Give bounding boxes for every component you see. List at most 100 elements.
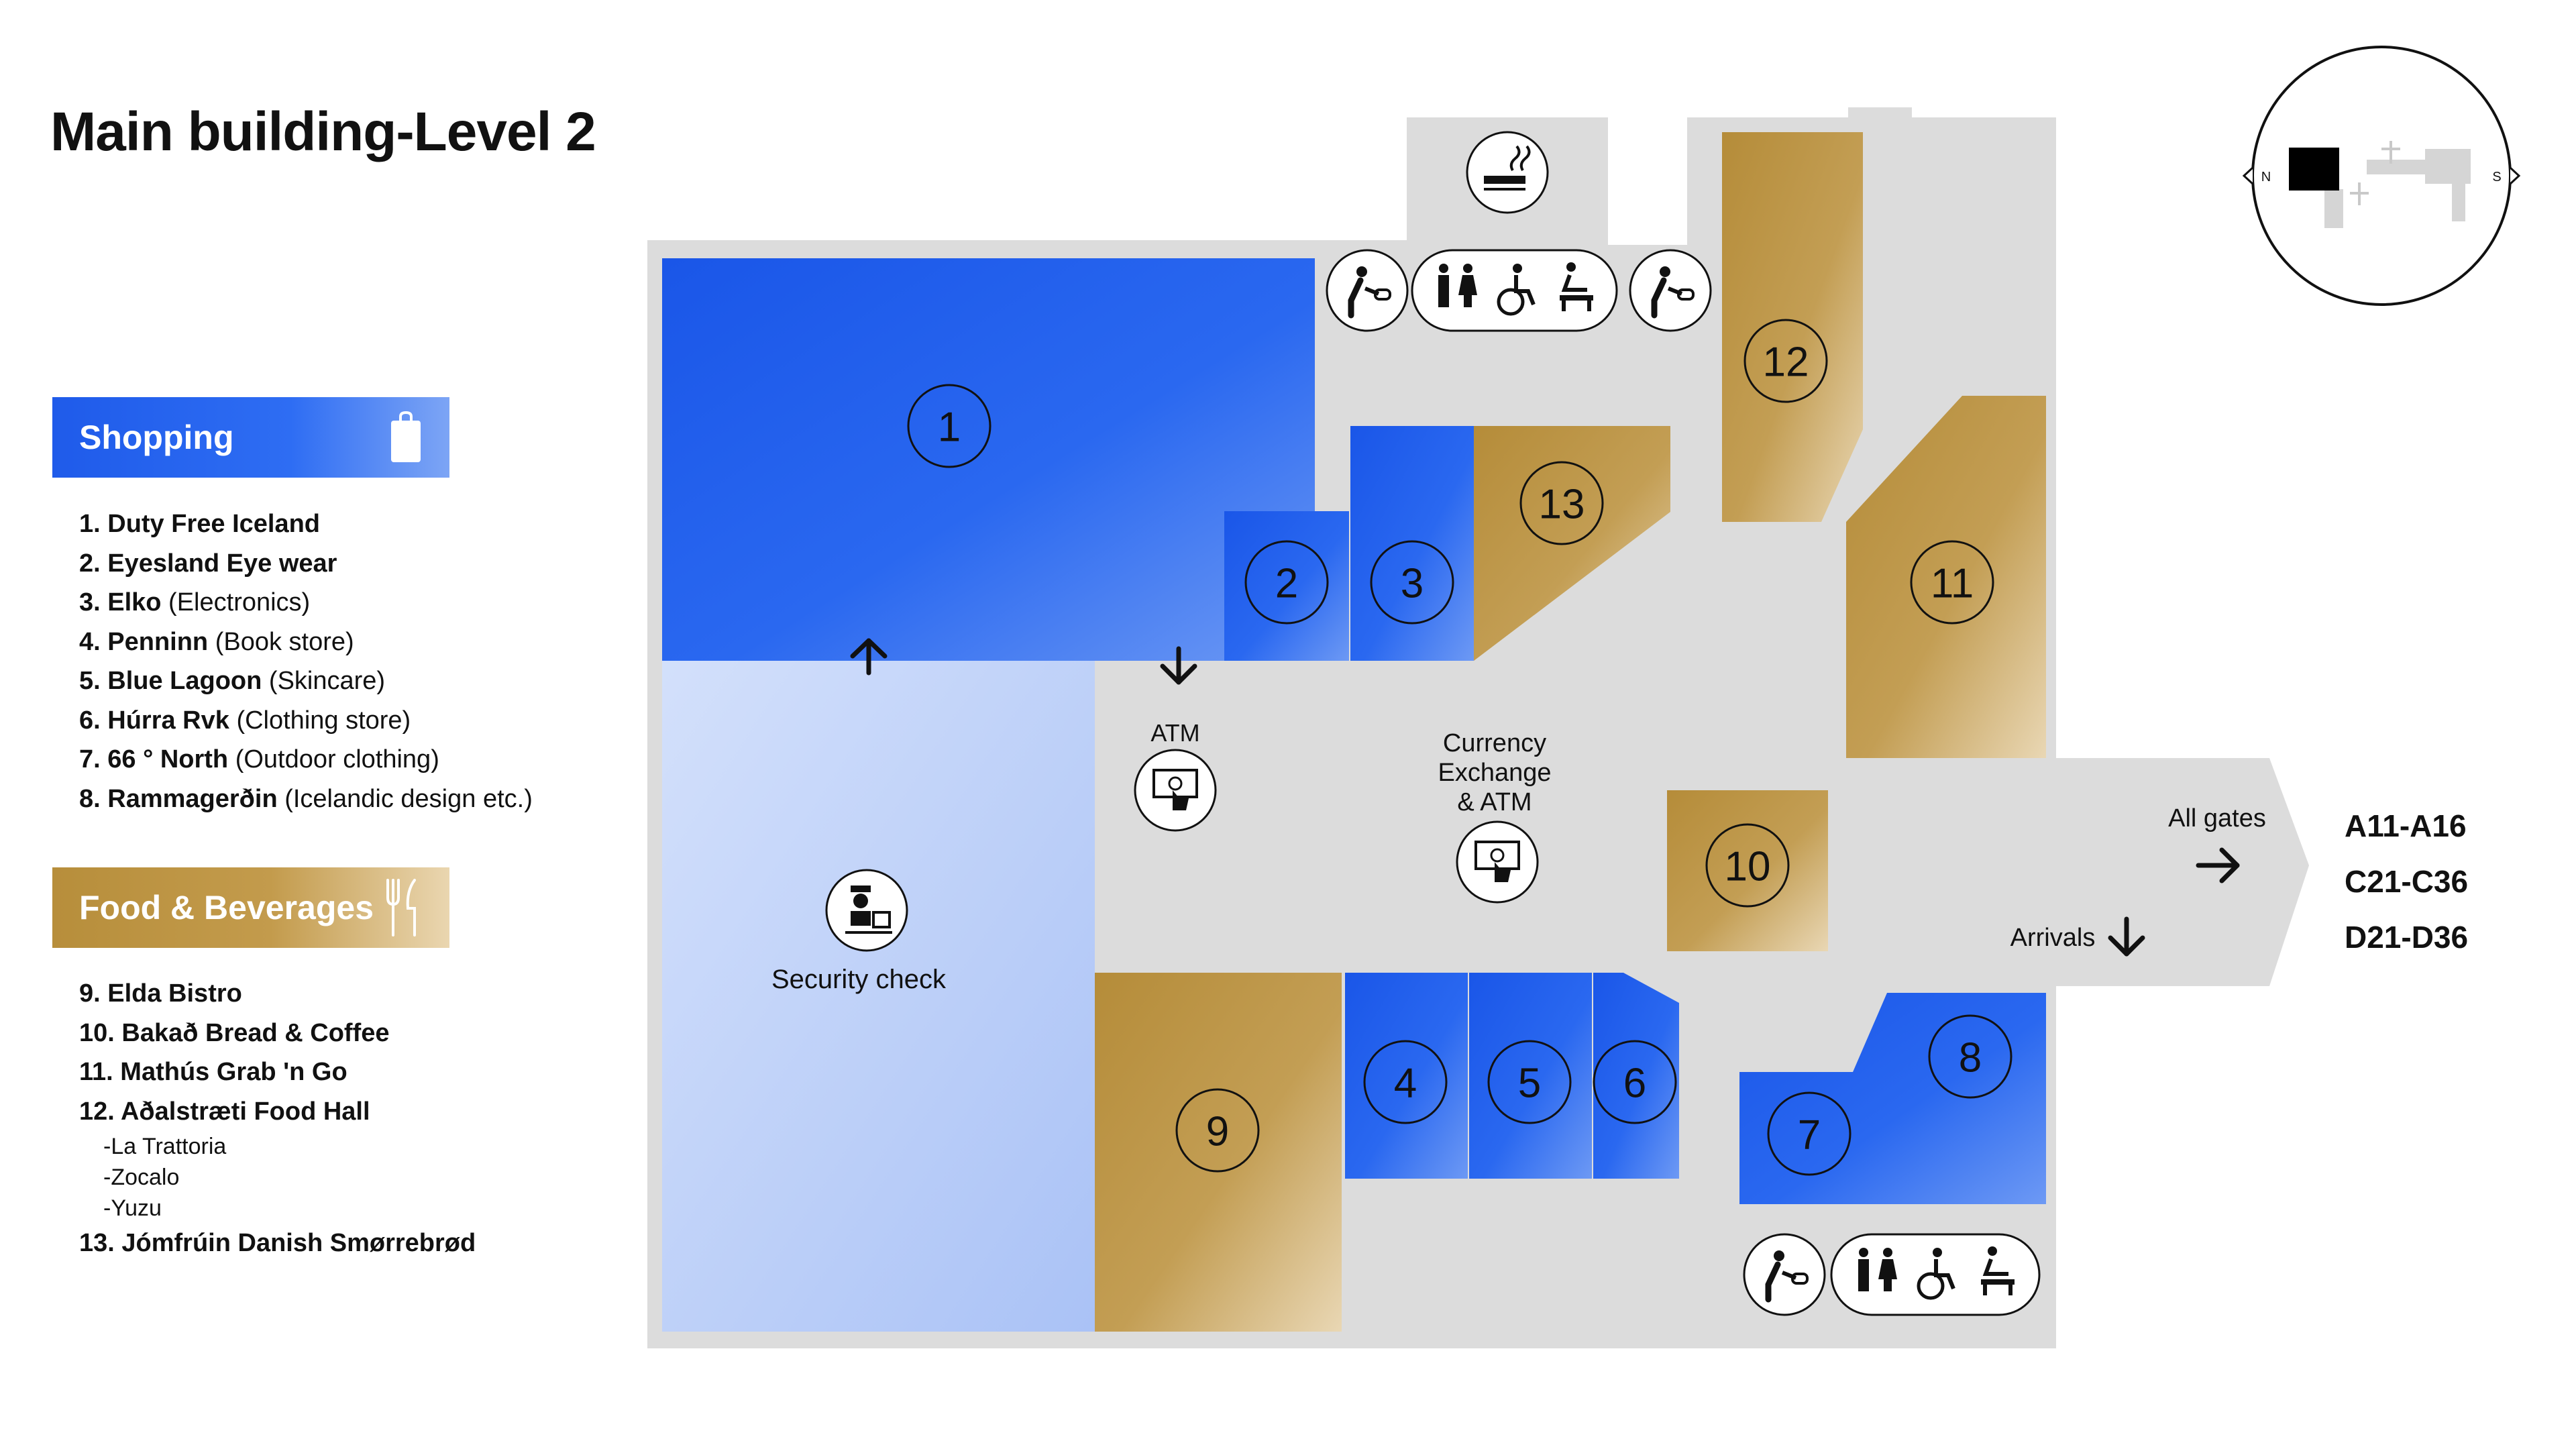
compass-north: N [2261, 170, 2271, 184]
down-arrow-icon [1160, 646, 1197, 685]
shopping-item-desc: (Book store) [208, 627, 354, 656]
currency-label-line1: Currency [1443, 729, 1546, 757]
shopping-item: 6. Húrra Rvk (Clothing store) [79, 701, 533, 741]
store-number-2: 2 [1275, 561, 1298, 607]
store-circle-9 [1175, 1088, 1260, 1173]
store-number-9: 9 [1206, 1109, 1229, 1155]
food-item: 10. Bakað Bread & Coffee [79, 1018, 390, 1047]
store-number-8: 8 [1959, 1035, 1982, 1081]
food-list: 9. Elda Bistro 10. Bakað Bread & Coffee 11… [79, 974, 476, 1263]
currency-exchange-atm-icon [1456, 820, 1539, 904]
store-12[interactable] [1722, 132, 1863, 522]
store-circle-4 [1363, 1040, 1448, 1124]
currency-label-line3: & ATM [1457, 788, 1532, 816]
store-circle-1 [907, 384, 991, 468]
shopping-title: Shopping [79, 419, 234, 456]
store-number-5: 5 [1518, 1061, 1541, 1107]
store-number-12: 12 [1763, 339, 1809, 386]
right-arrow-icon [2196, 847, 2240, 883]
food-item: 9. Elda Bistro [79, 979, 242, 1008]
atm-label: ATM [1150, 719, 1199, 747]
food-item: 12. Aðalstræti Food Hall [79, 1097, 370, 1126]
gate-range: A11-A16 [2345, 808, 2467, 843]
fork-knife-icon [386, 879, 416, 936]
currency-label-line2: Exchange [1438, 759, 1551, 787]
arrivals-label: Arrivals [2010, 924, 2096, 952]
shopping-item-name: 1. Duty Free Iceland [79, 510, 321, 538]
store-circle-8 [1928, 1014, 2012, 1099]
shopping-item-desc: (Clothing store) [229, 706, 411, 735]
store-3[interactable] [1350, 426, 1474, 661]
store-circle-12 [1743, 319, 1828, 403]
gate-range: D21-D36 [2345, 920, 2469, 955]
store-circle-6 [1593, 1040, 1677, 1124]
shopping-item: 1. Duty Free Iceland [79, 504, 533, 544]
food-title: Food & Beverages [79, 889, 374, 926]
shopping-item-name: 7. 66 ° North [79, 745, 229, 773]
shopping-item: 3. Elko (Electronics) [79, 583, 533, 623]
shopping-item-name: 4. Penninn [79, 627, 209, 656]
store-number-6: 6 [1623, 1061, 1646, 1107]
all-gates-label: All gates [2168, 804, 2266, 833]
gates-list: A11-A16 C21-C36 D21-D36 [2345, 798, 2468, 965]
shopping-item-name: 6. Húrra Rvk [79, 706, 229, 735]
food-sub-item: -La Trattoria [103, 1134, 227, 1159]
smoking-area-icon [1466, 131, 1549, 214]
gate-range: C21-C36 [2345, 864, 2469, 899]
shopping-header: Shopping [52, 397, 449, 478]
store-9[interactable] [1095, 973, 1342, 1332]
store-circle-5 [1487, 1040, 1572, 1124]
page-title: Main building-Level 2 [50, 101, 596, 162]
atm-icon [1134, 749, 1217, 832]
store-11[interactable] [1846, 396, 2046, 758]
store-1[interactable] [662, 258, 1315, 661]
shopping-item-desc: (Outdoor clothing) [228, 745, 439, 773]
store-7-8[interactable] [1739, 993, 2046, 1204]
shopping-item-desc: (Electronics) [161, 588, 311, 616]
shopping-item: 8. Rammagerðin (Icelandic design etc.) [79, 780, 533, 819]
food-item: 13. Jómfrúin Danish Smørrebrød [79, 1229, 476, 1257]
location-compass: N S [2242, 46, 2521, 306]
shopping-item-desc: (Icelandic design etc.) [277, 784, 533, 813]
up-arrow-icon [850, 638, 888, 676]
you-are-here-marker [2289, 148, 2339, 191]
store-6[interactable] [1593, 973, 1679, 1179]
store-circle-2 [1244, 540, 1329, 625]
food-item: 11. Mathús Grab 'n Go [79, 1058, 347, 1086]
arrivals-down-arrow-icon [2108, 916, 2145, 957]
shopping-item-name: 8. Rammagerðin [79, 784, 278, 813]
shopping-item-name: 2. Eyesland Eye wear [79, 549, 337, 578]
shopping-item-name: 3. Elko [79, 588, 162, 616]
shopping-item: 7. 66 ° North (Outdoor clothing) [79, 740, 533, 780]
shopping-item: 4. Penninn (Book store) [79, 623, 533, 662]
store-circle-13 [1519, 461, 1604, 545]
shopping-item: 5. Blue Lagoon (Skincare) [79, 661, 533, 701]
shopping-item-name: 5. Blue Lagoon [79, 667, 262, 695]
shopping-item-desc: (Skincare) [262, 667, 386, 695]
store-number-7: 7 [1798, 1112, 1821, 1159]
food-sub-item: -Zocalo [103, 1165, 180, 1190]
store-number-10: 10 [1725, 844, 1771, 890]
bottom-restrooms-icon [1830, 1233, 2041, 1316]
store-circle-11 [1910, 540, 1994, 625]
security-check-icon [825, 869, 908, 952]
store-10[interactable] [1667, 790, 1828, 951]
top-restrooms-icon [1411, 249, 1618, 332]
bottom-baby-care-icon [1743, 1233, 1826, 1316]
store-circle-3 [1370, 540, 1454, 625]
shopping-item: 2. Eyesland Eye wear [79, 544, 533, 584]
shopping-bag-icon [391, 411, 421, 462]
store-number-13: 13 [1539, 482, 1585, 528]
top-baby-care-left-icon [1326, 249, 1409, 332]
store-circle-10 [1705, 823, 1790, 908]
store-number-11: 11 [1931, 561, 1974, 607]
security-area [662, 661, 1095, 1332]
store-number-4: 4 [1394, 1061, 1417, 1107]
store-circle-7 [1767, 1091, 1851, 1176]
store-number-1: 1 [938, 405, 961, 451]
food-sub-item: -Yuzu [103, 1195, 162, 1221]
security-check-label: Security check [771, 965, 947, 994]
food-header: Food & Beverages [52, 867, 449, 948]
top-baby-care-right-icon [1629, 249, 1712, 332]
